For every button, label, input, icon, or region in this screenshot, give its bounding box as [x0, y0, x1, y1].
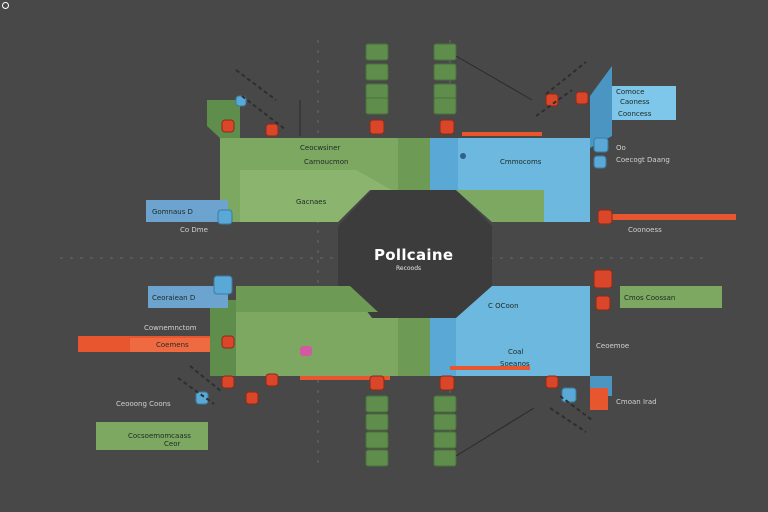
label-q4-note-b: Cmoan Irad: [616, 398, 657, 406]
pink-node-icon: [300, 346, 312, 356]
tile-column-bottom-right: [433, 395, 457, 467]
label-q1-main-c: Gacnaes: [296, 198, 327, 206]
thin-connectors: [299, 55, 535, 457]
label-q2-box-b: Caoness: [620, 98, 650, 106]
blue-node-icons: [195, 95, 609, 405]
connector-lines: [177, 61, 593, 433]
tag-left-bottom: [96, 422, 208, 450]
red-node-icons: [221, 91, 613, 405]
label-q2-box-c: Cooncess: [618, 110, 652, 118]
tag-right-upper: [612, 86, 676, 120]
label-q1-note: Co Dme: [180, 226, 208, 234]
label-q3-red-b: Coemens: [156, 341, 189, 349]
tag-left-upper: [146, 200, 228, 222]
central-hub: [338, 190, 492, 318]
label-q1-main-a: Ceocwsiner: [300, 144, 341, 152]
label-q3-note: Ceooong Coons: [116, 400, 171, 408]
label-q4-note-a: Ceoemoe: [596, 342, 630, 350]
label-q2-note-b: Coecogt Daang: [616, 156, 670, 164]
label-q2-main: Cmmocoms: [500, 158, 542, 166]
label-q3-box-b: Ceor: [164, 440, 181, 448]
label-q4-green: Cmos Coossan: [624, 294, 676, 302]
diagram-subtitle: Recoods: [396, 265, 422, 272]
label-q3-red-a: Cownemnctom: [144, 324, 197, 332]
label-q4-main-a: C OCoon: [488, 302, 519, 310]
block-top-right: [430, 66, 612, 222]
label-q2-note-a: Oo: [616, 144, 626, 152]
red-bars: [78, 132, 736, 410]
label-q1-main-b: Carnoucmon: [304, 158, 349, 166]
tag-left-lower: [148, 286, 228, 308]
tile-column-bottom-left: [365, 395, 389, 467]
label-q3-box: Cocsoemomcaass: [128, 432, 191, 440]
tag-right-lower: [620, 286, 722, 308]
tile-column-top-right: [433, 43, 457, 115]
block-bottom-left: [210, 286, 430, 376]
label-q3-callout: Ceoraiean D: [152, 294, 196, 302]
diagram-title: Pollcaine: [374, 246, 454, 264]
block-top-left: [207, 100, 430, 222]
label-q4-main-b: Coal: [508, 348, 524, 356]
tile-column-top-left: [365, 43, 389, 115]
label-q4-main-c: Soeanos: [500, 360, 530, 368]
label-q2-box-a: Comoce: [616, 88, 645, 96]
corner-indicator: [2, 2, 9, 9]
label-q1-callout: Gomnaus D: [152, 208, 193, 216]
label-q2-note-c: Coonoess: [628, 226, 662, 234]
blue-dot-icon: [460, 153, 466, 159]
block-bottom-right: [430, 286, 612, 396]
